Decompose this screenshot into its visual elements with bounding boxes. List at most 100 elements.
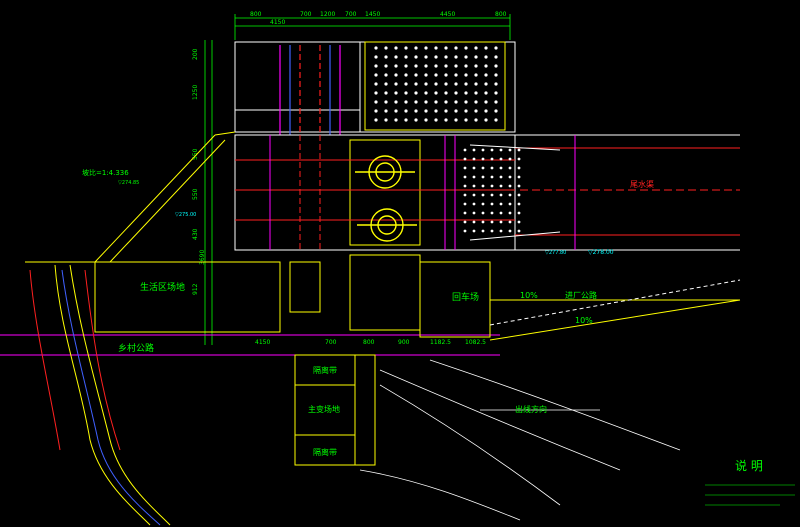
dot (454, 73, 458, 77)
label-living-area: 生活区场地 (140, 281, 185, 293)
dot (499, 184, 503, 188)
dim-left-5: 430 (192, 228, 199, 240)
dot (490, 184, 494, 188)
dim-bottom-2: 700 (325, 339, 337, 346)
intake-gate-lines (279, 45, 341, 135)
dot (374, 100, 378, 104)
dot (414, 82, 418, 86)
dot (490, 157, 494, 161)
dot (508, 148, 512, 152)
dot (517, 211, 521, 215)
dot (494, 46, 498, 50)
dot (444, 109, 448, 113)
dot (484, 100, 488, 104)
dot (464, 82, 468, 86)
dot (508, 229, 512, 233)
dot (464, 109, 468, 113)
dot (499, 229, 503, 233)
dot (494, 82, 498, 86)
dot (463, 175, 467, 179)
dot (481, 175, 485, 179)
dot (494, 91, 498, 95)
bottom-dimension-labels: 4150 700 800 900 1182.5 1082.5 (255, 339, 486, 346)
dot (508, 211, 512, 215)
dot (394, 82, 398, 86)
dot (394, 64, 398, 68)
dot (463, 157, 467, 161)
dot (472, 193, 476, 197)
dot (394, 109, 398, 113)
dot (474, 91, 478, 95)
label-plant-road: 进厂公路 (565, 290, 597, 300)
tailrace-dots (463, 148, 521, 233)
dot (463, 229, 467, 233)
dot (424, 46, 428, 50)
dot (394, 118, 398, 122)
dot (464, 55, 468, 59)
dot (394, 46, 398, 50)
dot (454, 82, 458, 86)
dot (424, 109, 428, 113)
dot (484, 55, 488, 59)
dot (434, 64, 438, 68)
dot (414, 64, 418, 68)
dot (481, 193, 485, 197)
dot (374, 46, 378, 50)
dot (404, 64, 408, 68)
dot (424, 82, 428, 86)
dot (484, 91, 488, 95)
dot (499, 193, 503, 197)
dot (434, 55, 438, 59)
dot (463, 148, 467, 152)
dot (444, 64, 448, 68)
dot (384, 73, 388, 77)
dot (481, 202, 485, 206)
dot (414, 55, 418, 59)
dim-bottom-3: 800 (363, 339, 375, 346)
elev-label-2: ▽275.00 (175, 212, 196, 218)
dot (434, 73, 438, 77)
dot (517, 175, 521, 179)
dot (384, 64, 388, 68)
dim-top-7: 4450 (440, 11, 455, 18)
dot (481, 211, 485, 215)
river-terrain (29, 264, 171, 526)
dot (424, 118, 428, 122)
left-dimension-labels: 200 1250 550 550 430 912 3690 (192, 48, 206, 295)
dot (474, 55, 478, 59)
dot (490, 166, 494, 170)
dot (444, 55, 448, 59)
dot (464, 118, 468, 122)
dot (454, 91, 458, 95)
dim-left-2: 1250 (192, 85, 199, 100)
dot (499, 157, 503, 161)
dot (394, 55, 398, 59)
dot (472, 229, 476, 233)
dot (444, 82, 448, 86)
dot (490, 202, 494, 206)
dot (404, 100, 408, 104)
dot (374, 73, 378, 77)
dot (472, 157, 476, 161)
dot (463, 202, 467, 206)
dot (404, 109, 408, 113)
dim-bottom-1: 4150 (255, 339, 270, 346)
dotted-backfill-area (364, 41, 506, 131)
dot (490, 220, 494, 224)
dim-top-5: 700 (345, 11, 357, 18)
dot (517, 193, 521, 197)
dim-left-6: 912 (192, 283, 199, 295)
dot (517, 220, 521, 224)
dot (454, 118, 458, 122)
dot (508, 157, 512, 161)
tailrace-channel (469, 134, 740, 251)
dot (484, 64, 488, 68)
dot (508, 202, 512, 206)
dot (490, 175, 494, 179)
dim-top-6: 1450 (365, 11, 380, 18)
dot (374, 91, 378, 95)
dot (499, 220, 503, 224)
label-outflow: 出线方向 (515, 404, 547, 414)
elev-label-3: ▽278.00 (588, 249, 614, 256)
dot (472, 184, 476, 188)
